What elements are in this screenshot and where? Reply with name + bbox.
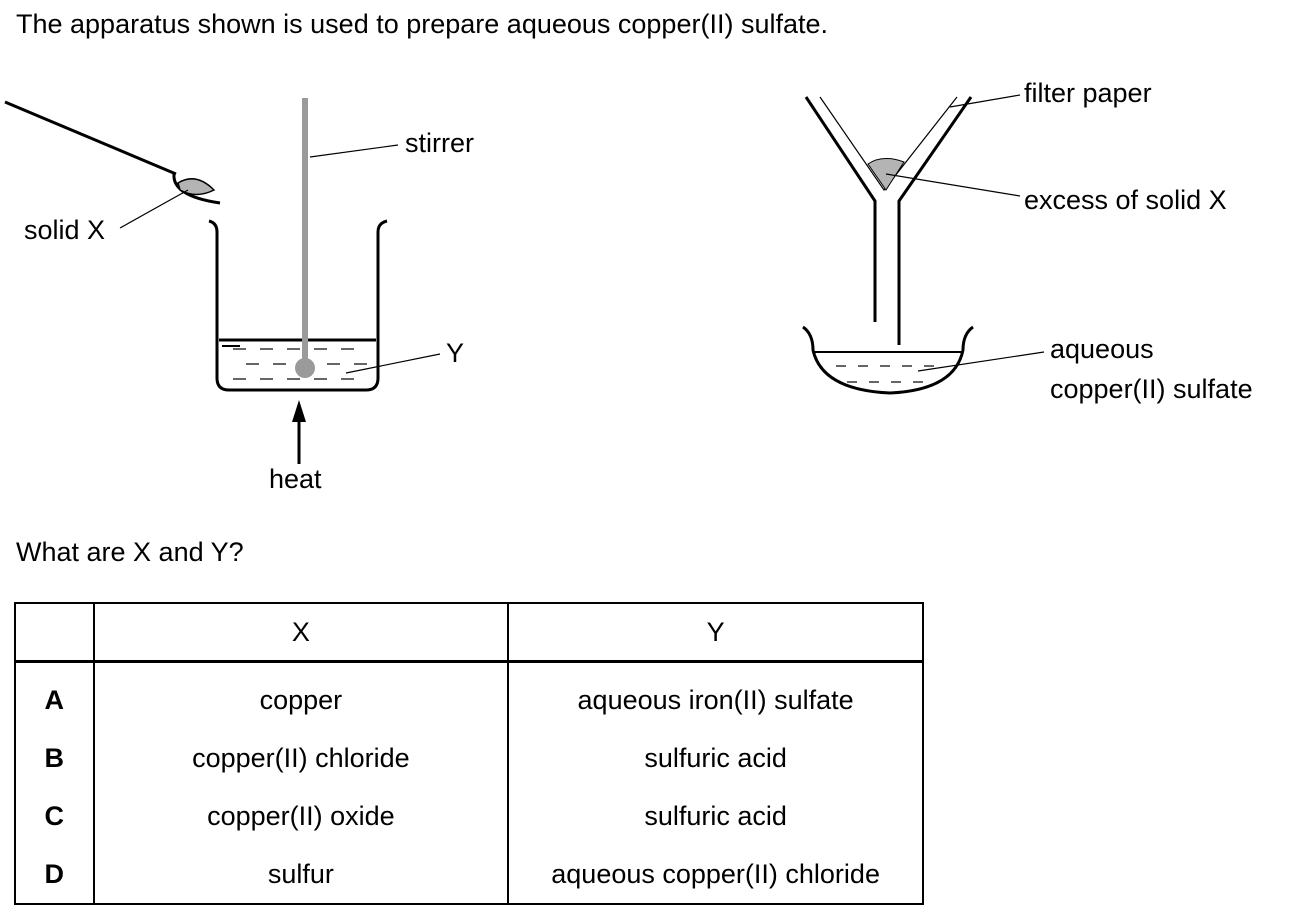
label-copper-sulfate: copper(II) sulfate: [1050, 374, 1253, 404]
cell-y: sulfuric acid: [644, 800, 787, 831]
option-letter: C: [16, 787, 95, 845]
option-letter: B: [16, 729, 95, 787]
option-letter: A: [16, 661, 95, 729]
cell-x: copper(II) chloride: [93, 729, 510, 787]
copper-sulfate-solution: [836, 365, 934, 383]
option-letter: D: [16, 845, 95, 903]
label-excess-solid-x: excess of solid X: [1024, 185, 1227, 215]
label-y: Y: [446, 338, 464, 368]
label-filter-paper: filter paper: [1024, 78, 1152, 108]
stirrer-rod: [295, 98, 315, 378]
cell-x: copper(II) oxide: [93, 787, 510, 845]
label-aqueous: aqueous: [1050, 334, 1154, 364]
question-prompt: What are X and Y?: [16, 537, 244, 567]
header-x: X: [93, 604, 510, 663]
filter-paper-cone: [819, 96, 958, 192]
liquid-y: [233, 348, 367, 380]
cell-y: aqueous iron(II) sulfate: [577, 684, 854, 715]
header-blank: [16, 604, 95, 663]
label-stirrer: stirrer: [405, 128, 474, 158]
cell-y: sulfuric acid: [644, 742, 787, 773]
cell-y: aqueous copper(II) chloride: [551, 858, 880, 889]
apparatus-diagram: stirrer solid X Y heat filter paper exce…: [4, 78, 1253, 494]
beaker: [208, 219, 388, 392]
filter-funnel: [804, 96, 973, 345]
table-row: B copper(II) chloride sulfuric acid: [16, 729, 922, 787]
heat-arrow: [292, 400, 306, 464]
cell-x: sulfur: [93, 845, 510, 903]
table-row: D sulfur aqueous copper(II) chloride: [16, 845, 922, 903]
label-heat: heat: [269, 464, 322, 494]
header-y: Y: [508, 604, 922, 663]
table-row: C copper(II) oxide sulfuric acid: [16, 787, 922, 845]
spatula: [4, 100, 221, 205]
evaporating-basin: [802, 325, 974, 395]
label-solid-x: solid X: [24, 215, 105, 245]
answer-table: X Y A copper aqueous iron(II) sulfate B …: [14, 602, 924, 905]
table-row: A copper aqueous iron(II) sulfate: [16, 661, 922, 729]
question-intro: The apparatus shown is used to prepare a…: [16, 9, 828, 39]
cell-x: copper: [93, 661, 510, 729]
table-header-row: X Y: [16, 604, 922, 663]
